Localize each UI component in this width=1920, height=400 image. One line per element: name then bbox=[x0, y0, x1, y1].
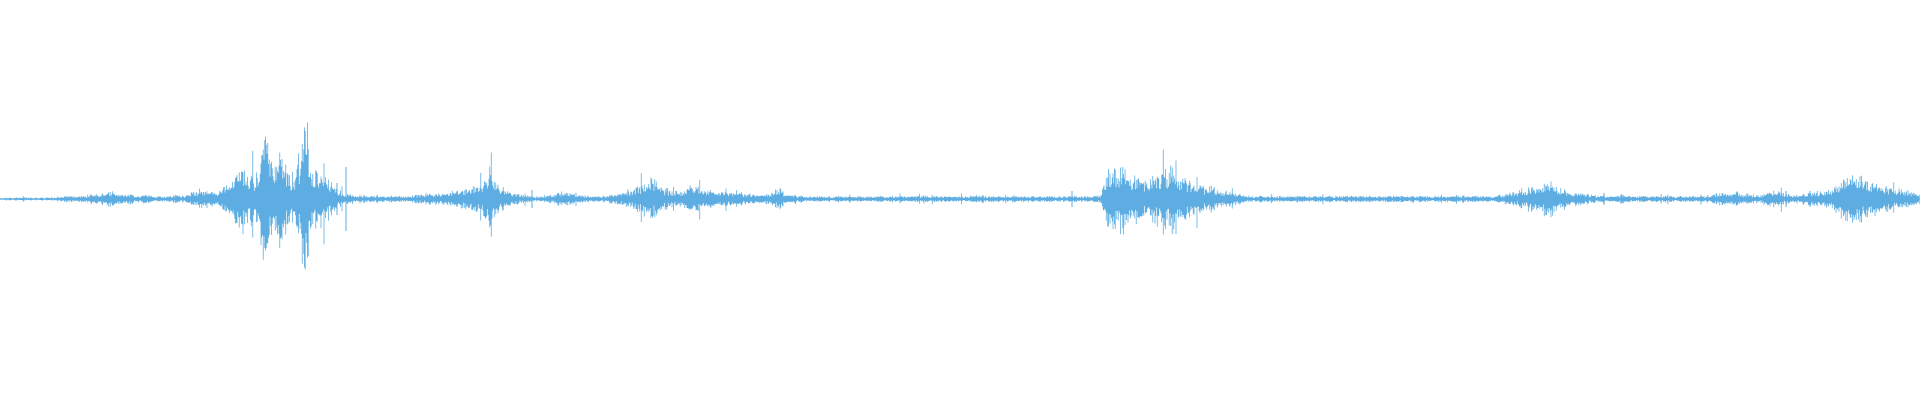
waveform-samples bbox=[0, 122, 1920, 270]
waveform-track bbox=[0, 122, 1920, 270]
